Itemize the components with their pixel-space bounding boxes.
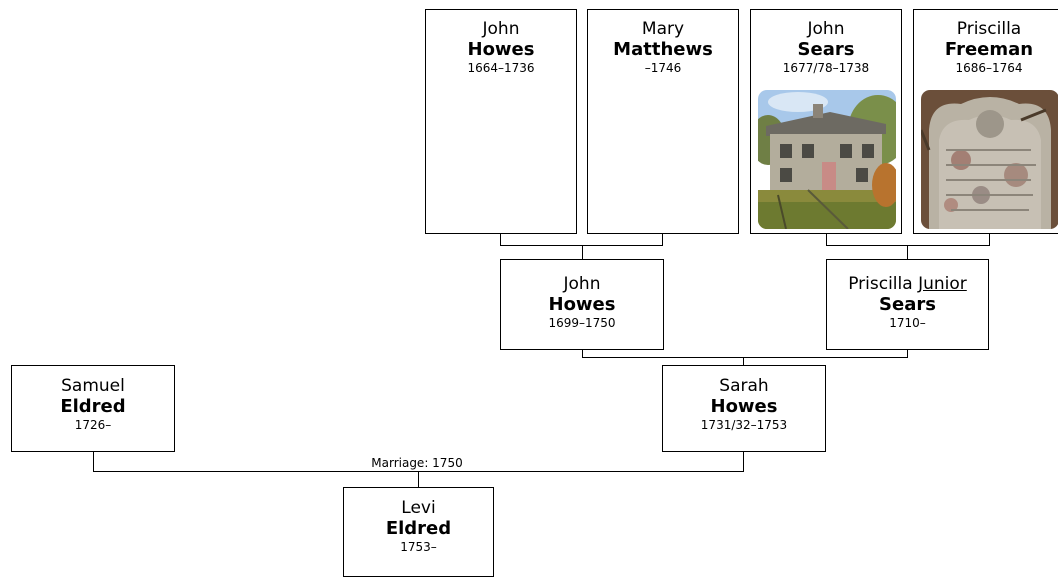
surname: Howes [548,294,616,315]
given-name: John [563,274,601,294]
given-name: Sarah [719,376,769,396]
person-box-mary-matthews[interactable]: Mary Matthews –1746 [587,9,739,234]
given-name: Levi [401,498,436,518]
person-box-priscilla-freeman[interactable]: Priscilla Freeman 1686–1764 [913,9,1058,234]
connector-line [743,452,744,472]
connector-line [93,452,94,472]
connector-line [907,245,908,259]
person-box-sarah-howes[interactable]: Sarah Howes 1731/32–1753 [662,365,826,452]
connector-line [582,357,908,358]
person-box-samuel-eldred[interactable]: Samuel Eldred 1726– [11,365,175,452]
connector-line [418,471,419,487]
connector-line [826,245,990,246]
gravestone-photo-image [921,90,1058,229]
marriage-label: Marriage: 1750 [352,456,482,470]
person-box-john-howes-sr[interactable]: John Howes 1664–1736 [425,9,577,234]
given-name-text: Priscilla [848,274,913,294]
connector-line [662,234,663,246]
person-box-john-sears[interactable]: John Sears 1677/78–1738 [750,9,902,234]
life-dates: 1686–1764 [955,61,1023,75]
connector-line [907,350,908,358]
person-box-levi-eldred[interactable]: Levi Eldred 1753– [343,487,494,577]
life-dates: 1699–1750 [548,316,616,330]
surname: Sears [797,39,855,60]
connector-line [500,234,501,246]
surname: Howes [467,39,535,60]
connector-line [500,245,663,246]
connector-line [582,245,583,259]
surname: Matthews [613,39,713,60]
person-box-priscilla-sears[interactable]: Priscilla Junior Sears 1710– [826,259,989,350]
given-name: Priscilla [956,19,1022,39]
life-dates: 1664–1736 [467,61,535,75]
connector-line [989,234,990,246]
surname: Howes [710,396,778,417]
surname: Eldred [385,518,452,539]
life-dates: –1746 [644,61,682,75]
person-box-john-howes-jr[interactable]: John Howes 1699–1750 [500,259,664,350]
given-name: John [807,19,845,39]
given-name: Priscilla Junior [827,274,988,295]
connector-line [826,234,827,246]
life-dates: 1731/32–1753 [700,418,788,432]
life-dates: 1753– [400,540,437,554]
given-name: Mary [641,19,685,39]
surname: Freeman [944,39,1034,60]
life-dates: 1726– [74,418,112,432]
given-name: Samuel [61,376,125,396]
surname: Sears [879,294,936,315]
house-photo-image [758,90,896,229]
house-photo[interactable] [758,90,896,229]
connector-line [743,357,744,365]
surname: Eldred [60,396,126,417]
gravestone-photo[interactable] [921,90,1058,229]
life-dates: 1677/78–1738 [782,61,870,75]
life-dates: 1710– [889,316,926,330]
given-name: John [482,19,520,39]
nickname: Junior [918,274,967,294]
connector-line [582,350,583,358]
